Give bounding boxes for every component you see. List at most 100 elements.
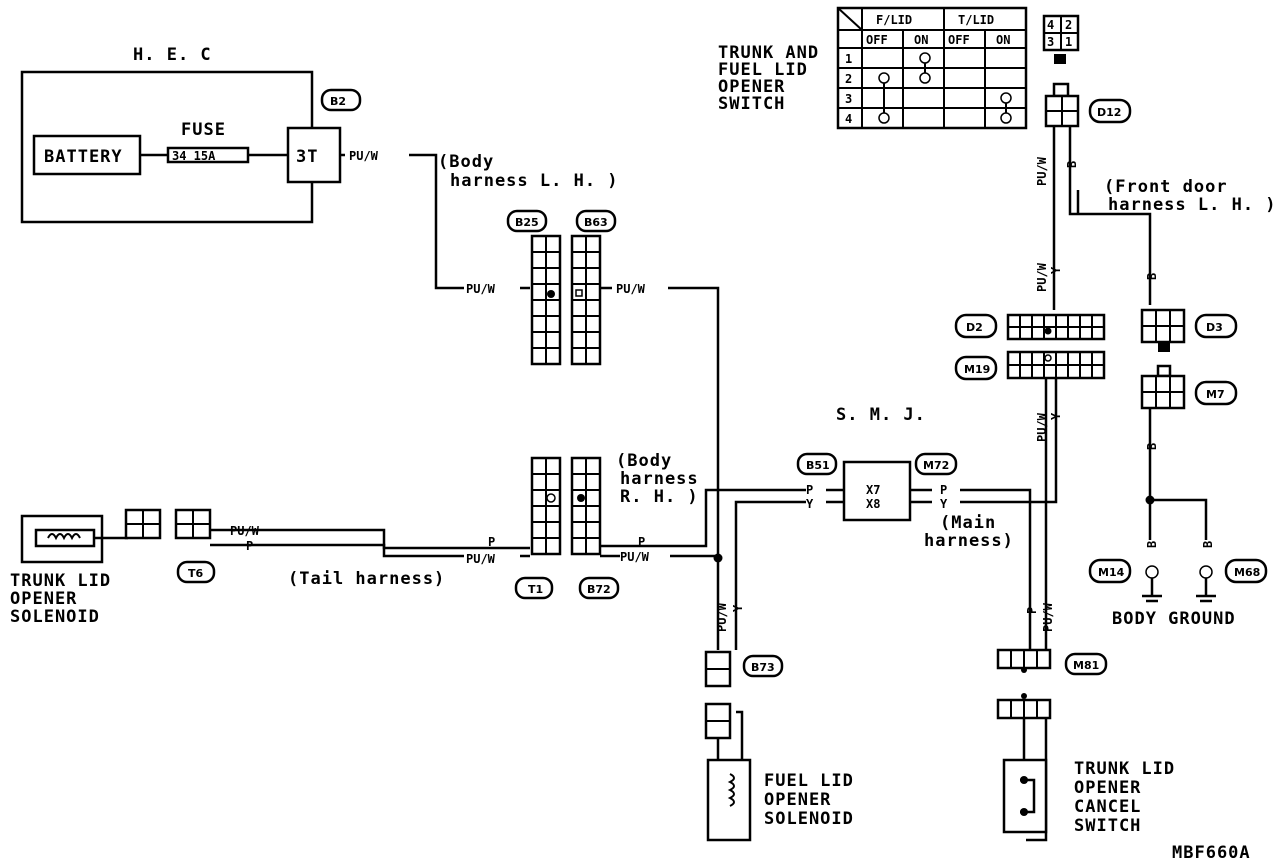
svg-text:4: 4 <box>845 112 852 126</box>
svg-text:B72: B72 <box>587 583 611 596</box>
svg-text:PU/W: PU/W <box>349 149 379 163</box>
svg-text:M19: M19 <box>964 363 990 376</box>
svg-text:CANCEL: CANCEL <box>1074 797 1141 817</box>
svg-text:OPENER: OPENER <box>718 77 785 97</box>
connector-d12: D12 <box>1044 82 1132 128</box>
svg-text:(Body: (Body <box>616 451 672 471</box>
smj-block: S. M. J. B51 M72 X7 X8 P Y P Y (Main har… <box>796 405 1014 551</box>
svg-text:1: 1 <box>1065 35 1072 49</box>
svg-text:3: 3 <box>845 92 852 106</box>
svg-text:B2: B2 <box>330 95 346 108</box>
svg-text:4: 4 <box>1047 18 1054 32</box>
harness-tail: (Tail harness) <box>288 569 445 589</box>
harness-body-lh-2: harness L. H. ) <box>450 171 619 191</box>
battery-box <box>32 134 142 176</box>
connector-m7: M7 <box>1140 364 1238 410</box>
connector-b25: B25 <box>506 209 562 366</box>
svg-text:OPENER: OPENER <box>1074 778 1141 798</box>
connector-b73: B73 <box>704 650 784 740</box>
svg-text:B73: B73 <box>751 661 775 674</box>
connector-m19: M19 <box>954 350 1106 381</box>
wire-d12-down: PU/W B PU/W Y (Front door harness L. H. … <box>1035 126 1277 310</box>
svg-text:TRUNK AND: TRUNK AND <box>718 43 819 63</box>
fuel-lid-solenoid: FUEL LID OPENER SOLENOID <box>706 710 854 842</box>
svg-text:PU/W: PU/W <box>1035 156 1049 186</box>
switch-label: TRUNK AND FUEL LID OPENER SWITCH <box>718 43 819 114</box>
svg-text:F/LID: F/LID <box>876 13 912 27</box>
svg-text:B: B <box>1065 161 1079 168</box>
svg-text:X8: X8 <box>866 497 880 511</box>
svg-text:OFF: OFF <box>866 33 888 47</box>
wire-m19-down: PU/W Y <box>1035 378 1063 450</box>
svg-text:B: B <box>1145 443 1159 450</box>
svg-text:FUEL LID: FUEL LID <box>764 771 854 791</box>
svg-text:D12: D12 <box>1097 106 1121 119</box>
svg-text:2: 2 <box>1065 18 1072 32</box>
hec-title: H. E. C <box>133 45 212 65</box>
svg-text:(Front door: (Front door <box>1104 177 1228 197</box>
connector-b63: B63 <box>570 209 617 366</box>
pin-map: 4 2 3 1 <box>1042 14 1080 64</box>
svg-text:harness): harness) <box>924 531 1014 551</box>
svg-text:M72: M72 <box>923 459 949 472</box>
svg-text:R. H. ): R. H. ) <box>620 487 699 507</box>
svg-text:M7: M7 <box>1206 388 1225 401</box>
svg-text:SWITCH: SWITCH <box>718 94 785 114</box>
svg-text:M14: M14 <box>1098 566 1125 579</box>
connector-t6: T6 <box>174 508 216 584</box>
connector-b72: B72 <box>570 456 620 600</box>
svg-text:PU/W: PU/W <box>230 524 260 538</box>
svg-text:Y: Y <box>1049 412 1063 420</box>
hec-block: H. E. C BATTERY 34 15A FUSE 3T B2 <box>20 45 362 224</box>
svg-text:B: B <box>1145 541 1159 548</box>
figure-code: MBF660A <box>1172 843 1251 863</box>
connector-t1: T1 <box>514 456 562 600</box>
svg-text:OPENER: OPENER <box>764 790 831 810</box>
svg-text:ON: ON <box>996 33 1010 47</box>
svg-text:PU/W: PU/W <box>466 552 496 566</box>
connector-tag-b2 <box>320 88 362 112</box>
svg-text:PU/W: PU/W <box>620 550 650 564</box>
switch-table: F/LID T/LID OFF ON OFF ON 1 2 3 4 <box>836 6 1028 130</box>
svg-text:2: 2 <box>845 72 852 86</box>
svg-text:TRUNK LID: TRUNK LID <box>1074 759 1175 779</box>
harness-body-rh: (Body harness R. H. ) <box>616 451 699 507</box>
svg-text:B: B <box>1145 273 1159 280</box>
trunk-lid-solenoid: TRUNK LID OPENER SOLENOID <box>10 508 162 627</box>
wire-tail-harness: PU/W P P PU/W (Tail harness) <box>210 524 530 589</box>
svg-text:OFF: OFF <box>948 33 970 47</box>
svg-text:T6: T6 <box>188 567 204 580</box>
svg-text:P: P <box>246 539 253 553</box>
svg-text:harness L. H. ): harness L. H. ) <box>1108 195 1277 215</box>
svg-text:T1: T1 <box>528 583 543 596</box>
svg-text:PU/W: PU/W <box>616 282 646 296</box>
fuse-label: FUSE <box>181 120 226 140</box>
trunk-lid-cancel-switch: TRUNK LID OPENER CANCEL SWITCH <box>1002 718 1175 842</box>
wire-hec-to-b25: PU/W PU/W (Body harness L. H. ) <box>340 148 619 296</box>
svg-text:TRUNK LID: TRUNK LID <box>10 571 111 591</box>
svg-text:Y: Y <box>731 604 745 612</box>
svg-text:P: P <box>638 535 645 549</box>
svg-text:PU/W: PU/W <box>715 602 729 632</box>
battery-label: BATTERY <box>44 147 123 167</box>
svg-text:B25: B25 <box>515 216 539 229</box>
svg-text:P: P <box>940 483 947 497</box>
svg-text:M68: M68 <box>1234 566 1260 579</box>
svg-text:D3: D3 <box>1206 321 1223 334</box>
svg-text:P: P <box>488 535 495 549</box>
svg-text:M81: M81 <box>1073 659 1099 672</box>
wire-b72-out: P PU/W PU/W Y <box>600 488 806 650</box>
svg-text:P: P <box>1025 607 1039 614</box>
connector-d3: B D3 <box>1140 250 1238 352</box>
connector-d2: D2 <box>954 313 1106 341</box>
body-ground-label: BODY GROUND <box>1112 609 1236 629</box>
smj-label: S. M. J. <box>836 405 926 425</box>
svg-text:3: 3 <box>1047 35 1054 49</box>
svg-text:ON: ON <box>914 33 928 47</box>
ground-wiring: B B B M14 M68 BODY GROUND <box>1088 408 1268 629</box>
svg-text:SWITCH: SWITCH <box>1074 816 1141 836</box>
terminal-3t <box>286 126 342 184</box>
svg-text:1: 1 <box>845 52 852 66</box>
svg-text:SOLENOID: SOLENOID <box>10 607 100 627</box>
svg-text:X7: X7 <box>866 483 880 497</box>
